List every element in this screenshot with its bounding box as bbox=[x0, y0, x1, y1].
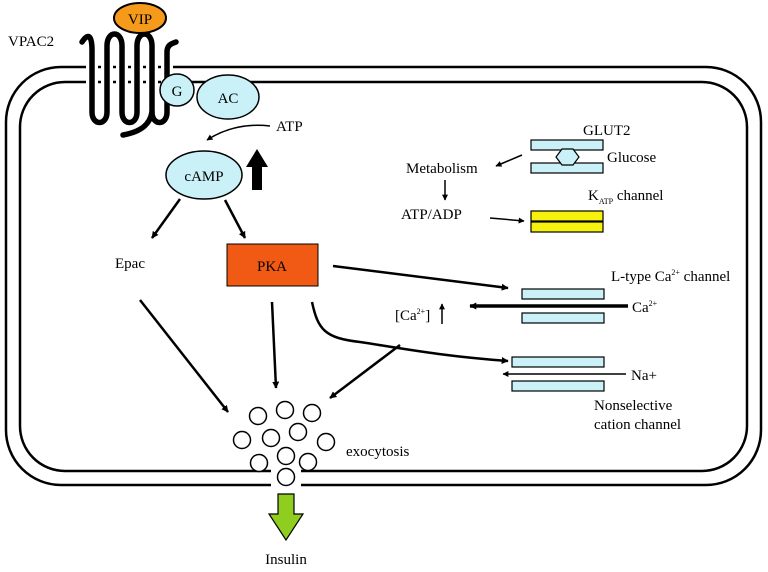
ltype-channel-top bbox=[521, 288, 605, 300]
camp-label: cAMP bbox=[184, 169, 223, 185]
nonselective-label-line1: Nonselective bbox=[594, 398, 673, 414]
vesicle bbox=[276, 446, 296, 466]
epac-label: Epac bbox=[115, 256, 145, 272]
cell-membrane-outer bbox=[4, 65, 763, 487]
g-protein bbox=[159, 73, 195, 107]
exocytosis-label: exocytosis bbox=[346, 444, 409, 460]
nonselective-label-line2: cation channel bbox=[594, 417, 681, 433]
camp-to-pka-arrow bbox=[223, 199, 247, 239]
na-ion-label: Na+ bbox=[631, 368, 657, 384]
insulin-release-arrow bbox=[267, 493, 305, 542]
vesicle bbox=[288, 422, 308, 442]
vesicle bbox=[302, 403, 322, 423]
ac-label: AC bbox=[218, 91, 239, 107]
metabolism-label: Metabolism bbox=[406, 161, 478, 177]
glucose-label: Glucose bbox=[607, 150, 656, 166]
glucose-molecule bbox=[555, 148, 580, 166]
insulin-label: Insulin bbox=[265, 552, 307, 568]
vpac2-tail bbox=[120, 109, 155, 138]
pka-label: PKA bbox=[257, 259, 287, 275]
vesicle bbox=[261, 428, 281, 448]
vesicle bbox=[248, 406, 268, 426]
vesicle bbox=[298, 452, 318, 472]
ca-ion-label: Ca2+ bbox=[632, 299, 658, 316]
ltype-channel-label: L-type Ca2+ channel bbox=[611, 268, 730, 285]
vesicle bbox=[275, 400, 295, 420]
vesicle bbox=[249, 453, 269, 473]
katp-channel-top bbox=[530, 210, 604, 222]
pka-to-exocytosis-arrow bbox=[270, 301, 280, 389]
atpadp-to-katp-arrow bbox=[489, 217, 525, 224]
glut2-label: GLUT2 bbox=[583, 123, 631, 139]
epac-to-exocytosis-arrow bbox=[139, 299, 229, 413]
g-label: G bbox=[172, 84, 183, 100]
atp-adp-label: ATP/ADP bbox=[401, 207, 462, 223]
nonselective-channel-top bbox=[511, 356, 605, 368]
atp-top-label: ATP bbox=[276, 119, 303, 135]
camp-to-epac-arrow bbox=[150, 198, 182, 239]
nonselective-channel-bottom bbox=[511, 380, 605, 392]
pka-box bbox=[226, 243, 319, 287]
vesicle bbox=[232, 430, 252, 450]
cell-membrane-inner bbox=[18, 80, 749, 473]
ac-enzyme bbox=[196, 74, 260, 120]
ltype-channel-bottom bbox=[521, 312, 605, 324]
vip-label: VIP bbox=[128, 12, 152, 28]
vpac2-receptor bbox=[79, 31, 179, 126]
vip-ligand bbox=[113, 2, 167, 34]
insulin-vesicles bbox=[232, 400, 336, 487]
camp-node bbox=[165, 150, 243, 200]
katp-channel-label: KATP channel bbox=[588, 188, 663, 206]
pka-to-nonselective-arrow bbox=[310, 301, 509, 365]
vpac2-label: VPAC2 bbox=[8, 34, 54, 50]
camp-increase-arrow bbox=[246, 149, 268, 190]
atp-to-camp-arrow bbox=[206, 124, 271, 141]
pka-to-ltype-arrow bbox=[332, 264, 509, 291]
katp-channel-bottom bbox=[530, 221, 604, 233]
vesicle bbox=[316, 432, 336, 452]
vesicle bbox=[276, 467, 296, 487]
glucose-to-metabolism-arrow bbox=[495, 154, 523, 167]
ca-to-exocytosis-arrow bbox=[329, 344, 401, 399]
ca-concentration-label: [Ca2+] bbox=[395, 307, 430, 324]
